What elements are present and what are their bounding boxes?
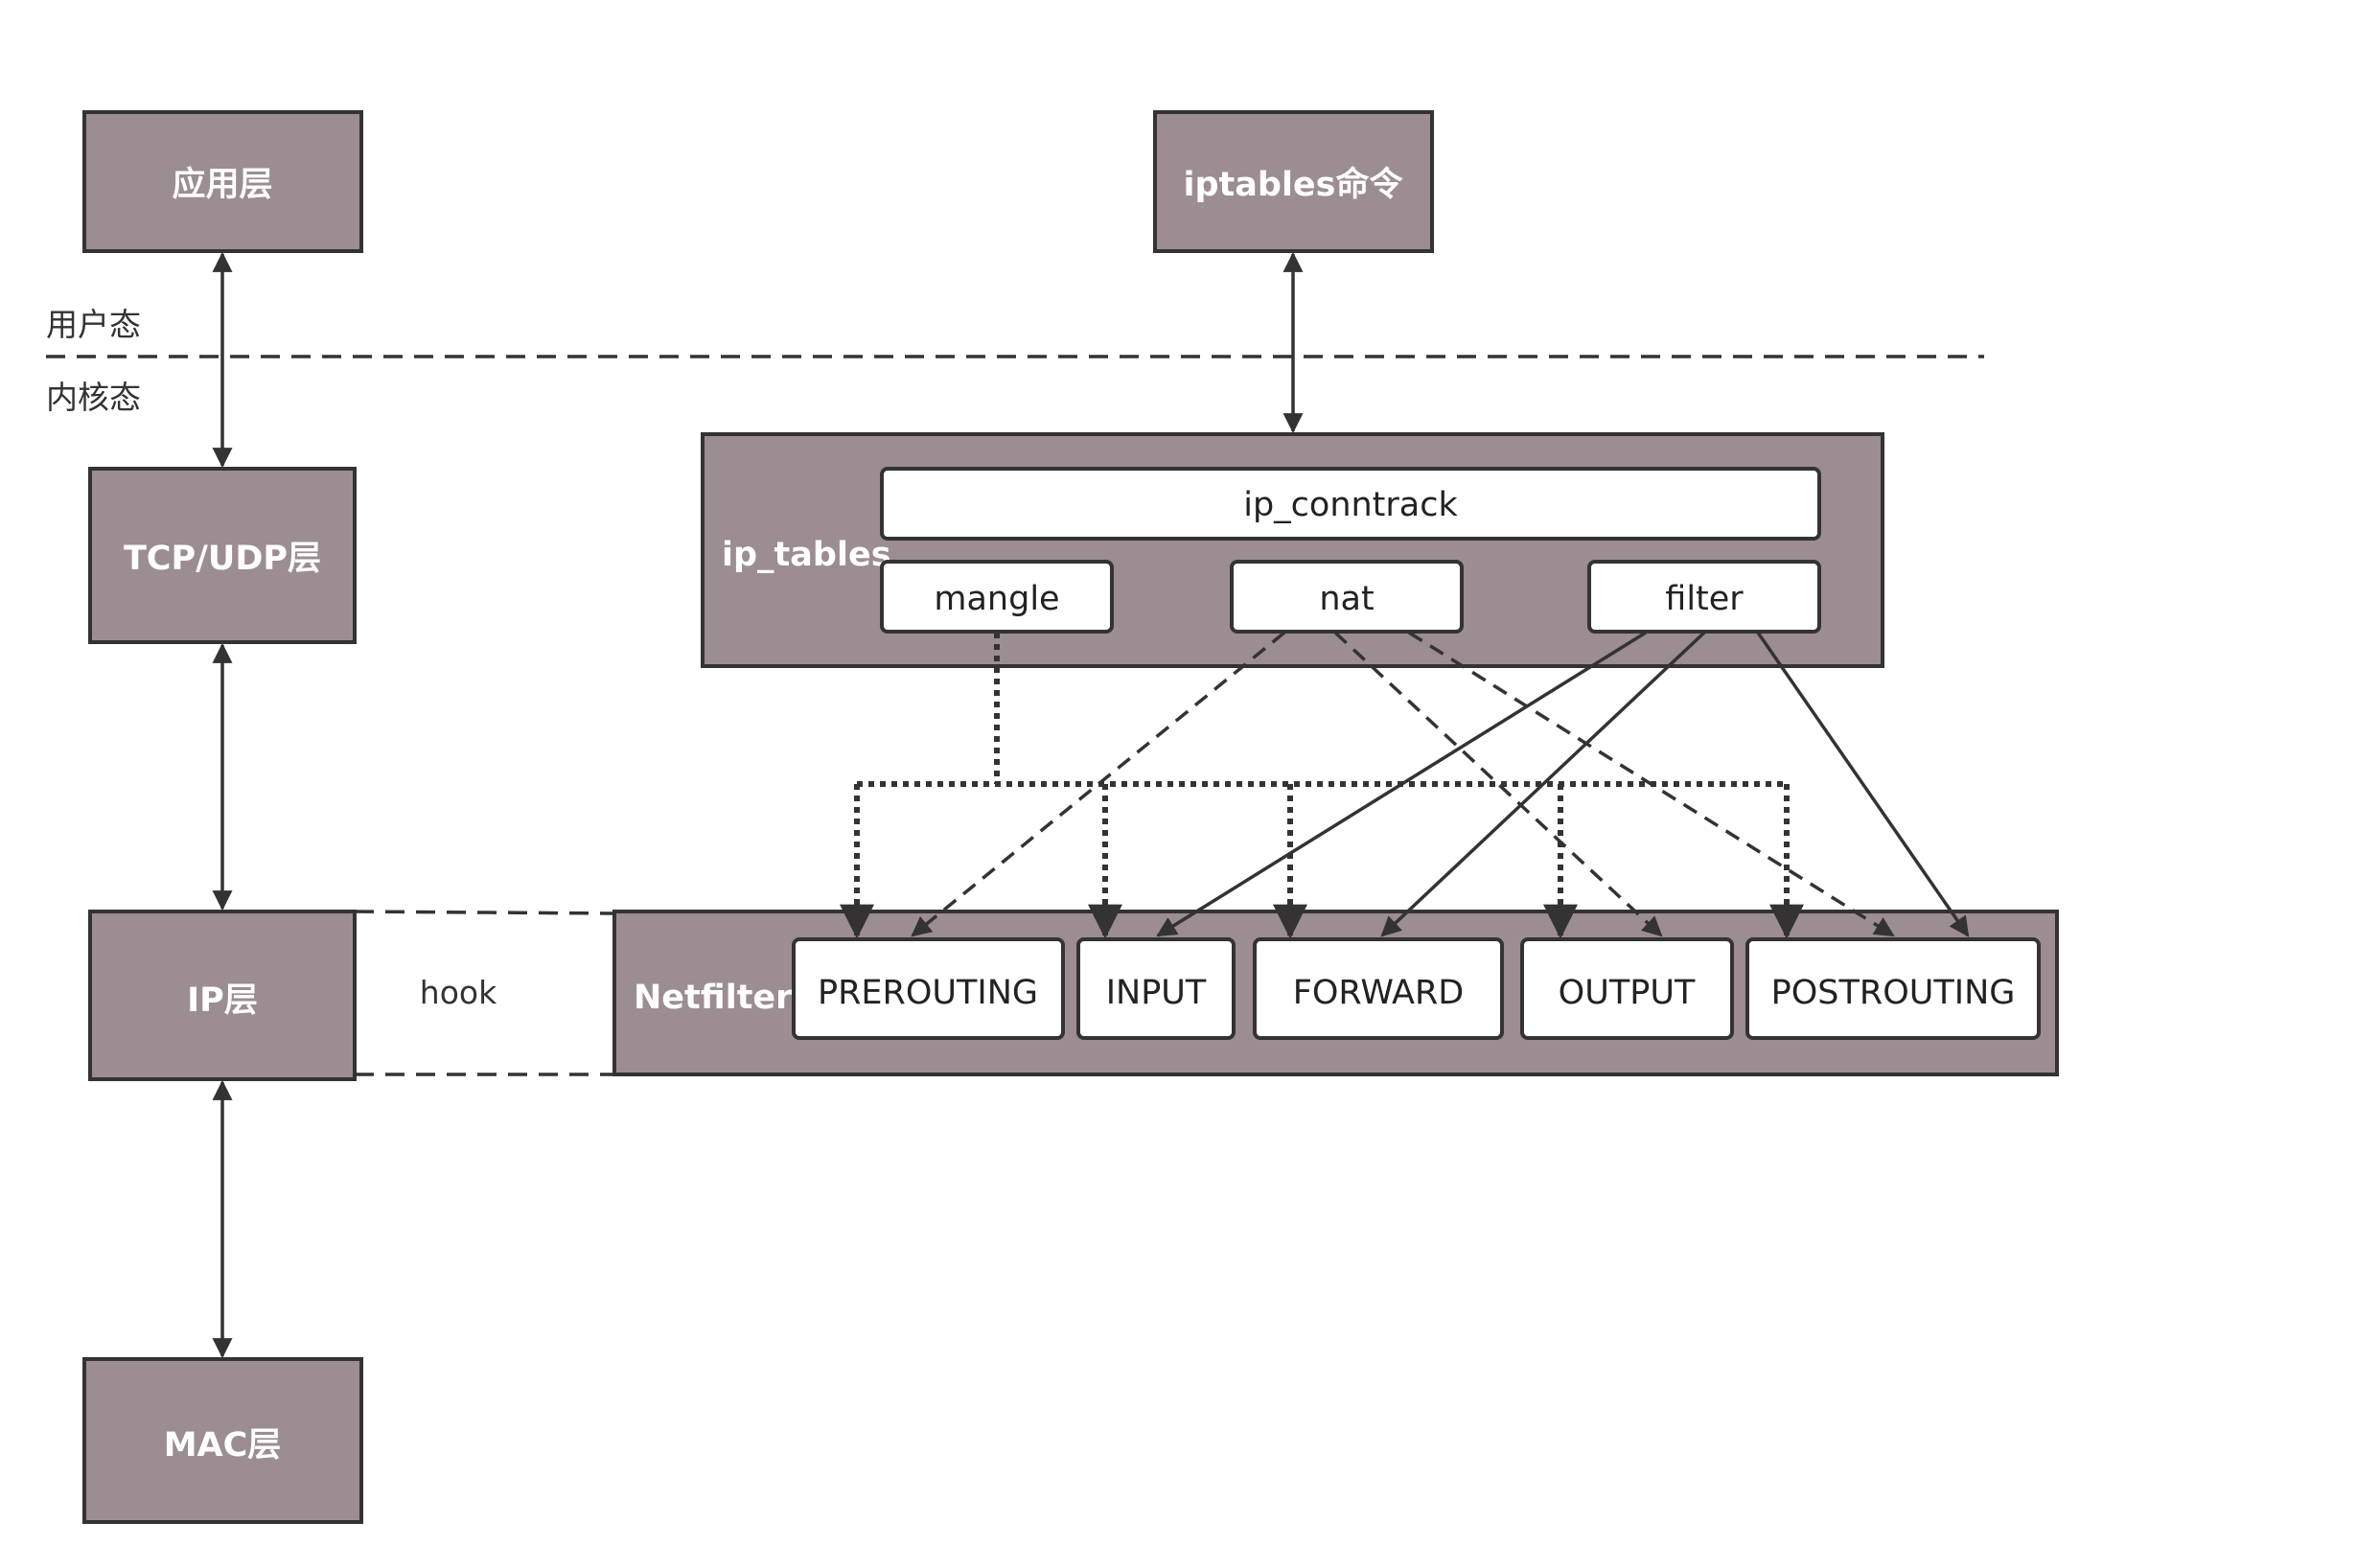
hook-output-label: OUTPUT — [1559, 974, 1696, 1012]
nat-dashed-connections — [911, 631, 1895, 937]
ip-conntrack-label: ip_conntrack — [1243, 486, 1458, 524]
hook-prerouting-label: PREROUTING — [818, 974, 1038, 1012]
filter-solid-connections — [1156, 631, 1970, 937]
tcp-udp-layer-label: TCP/UDP层 — [124, 540, 321, 578]
ip-tables-container: ip_tables ip_conntrack mangle nat filter — [701, 432, 1884, 668]
ip-conntrack-box: ip_conntrack — [880, 467, 1821, 541]
tcp-udp-layer-box: TCP/UDP层 — [88, 467, 357, 644]
mac-layer-label: MAC层 — [164, 1426, 282, 1465]
hook-postrouting-box: POSTROUTING — [1745, 937, 2041, 1040]
iptables-command-label: iptables命令 — [1183, 165, 1403, 204]
ip-tables-label: ip_tables — [722, 536, 891, 574]
table-mangle-label: mangle — [934, 580, 1059, 618]
netfilter-label: Netfilter — [634, 979, 793, 1017]
user-space-label: 用户态 — [46, 306, 141, 343]
hook-forward-label: FORWARD — [1293, 974, 1465, 1012]
table-nat-box: nat — [1230, 560, 1464, 634]
mangle-dotted-connections — [840, 633, 1804, 939]
hook-output-box: OUTPUT — [1520, 937, 1734, 1040]
mac-layer-box: MAC层 — [82, 1357, 363, 1524]
table-nat-label: nat — [1319, 580, 1374, 618]
kernel-space-label: 内核态 — [46, 379, 141, 416]
netfilter-container: Netfilter PREROUTING INPUT FORWARD OUTPU… — [612, 910, 2059, 1076]
table-mangle-box: mangle — [880, 560, 1114, 634]
hook-input-box: INPUT — [1076, 937, 1236, 1040]
hook-forward-box: FORWARD — [1253, 937, 1504, 1040]
hook-connector-top — [354, 910, 615, 915]
hook-label: hook — [420, 974, 497, 1011]
table-filter-box: filter — [1587, 560, 1821, 634]
ip-layer-box: IP层 — [88, 910, 357, 1081]
hook-input-label: INPUT — [1106, 974, 1207, 1012]
table-filter-label: filter — [1665, 580, 1744, 618]
hook-prerouting-box: PREROUTING — [792, 937, 1065, 1040]
iptables-command-box: iptables命令 — [1153, 110, 1434, 253]
hook-postrouting-label: POSTROUTING — [1771, 974, 2016, 1012]
application-layer-box: 应用层 — [82, 110, 363, 253]
ip-layer-label: IP层 — [187, 981, 258, 1020]
application-layer-label: 应用层 — [172, 165, 272, 204]
